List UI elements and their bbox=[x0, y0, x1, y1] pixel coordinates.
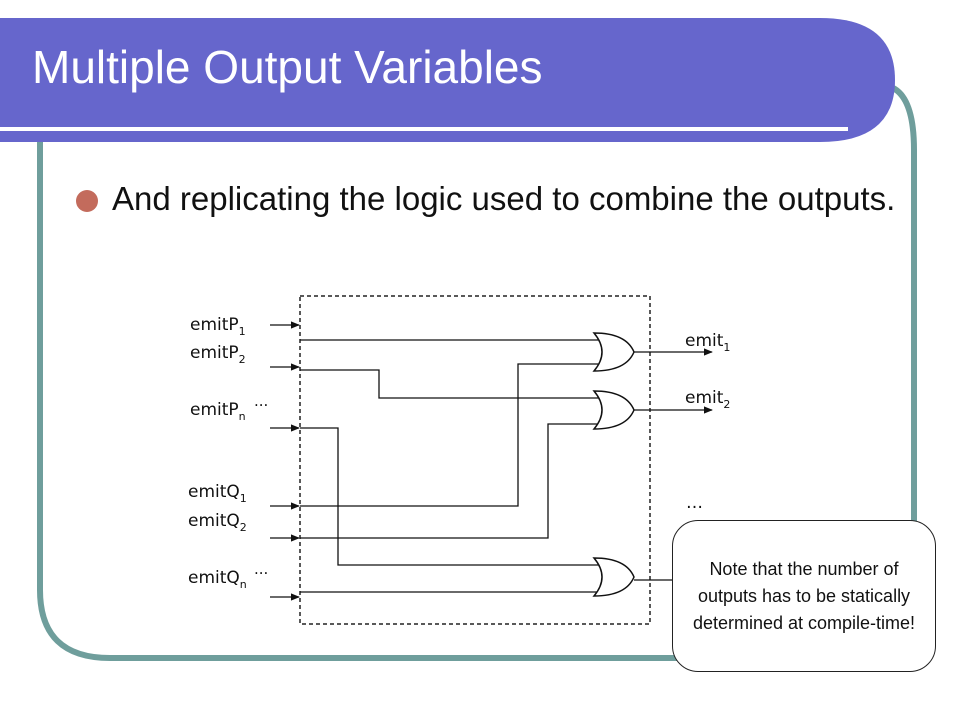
or-gate-n bbox=[592, 557, 635, 597]
wire-p2 bbox=[300, 369, 598, 399]
title-bar bbox=[0, 18, 895, 142]
input-label-qn: emitQn bbox=[188, 568, 247, 591]
bullet-text: And replicating the logic used to combin… bbox=[112, 180, 896, 217]
output-label-2: emit2 bbox=[685, 388, 730, 411]
logic-block-border bbox=[299, 295, 651, 625]
output-label-1: emit1 bbox=[685, 331, 730, 354]
input-ellipsis-q: ... bbox=[254, 560, 268, 578]
slide-title: Multiple Output Variables bbox=[32, 41, 543, 93]
wire-pn bbox=[300, 427, 598, 566]
note-text: Note that the number of outputs has to b… bbox=[692, 558, 916, 633]
wire-q2 bbox=[300, 423, 598, 539]
or-gate-2 bbox=[592, 390, 635, 430]
output-ellipsis: … bbox=[686, 493, 703, 513]
or-gate-1 bbox=[592, 332, 635, 372]
wire-q1 bbox=[300, 363, 598, 507]
input-label-pn: emitPn bbox=[190, 400, 246, 423]
input-label-p1: emitP1 bbox=[190, 315, 246, 338]
input-label-p2: emitP2 bbox=[190, 343, 246, 366]
bullet-dot bbox=[76, 190, 98, 212]
input-ellipsis-p: ... bbox=[254, 392, 268, 410]
input-label-q1: emitQ1 bbox=[188, 482, 247, 505]
input-label-q2: emitQ2 bbox=[188, 511, 247, 534]
note-callout: Note that the number of outputs has to b… bbox=[672, 520, 936, 672]
